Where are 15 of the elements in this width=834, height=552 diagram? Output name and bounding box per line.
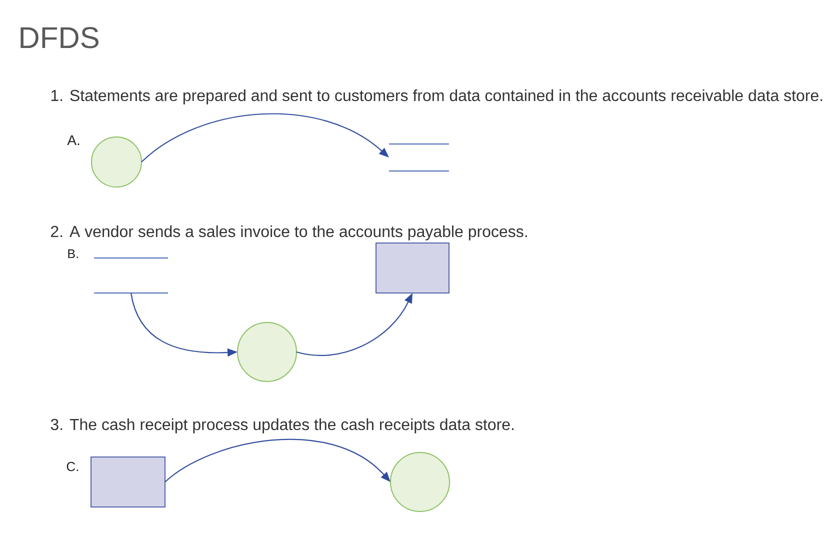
- item-letter: A.: [67, 135, 80, 145]
- process-circle: [390, 452, 450, 512]
- instruction-text: 1. Statements are prepared and sent to customers from data contained in the accounts receivable data store.: [51, 89, 822, 104]
- data-store: [94, 258, 168, 294]
- data-store: [388, 144, 450, 172]
- entity-box: [90, 456, 166, 508]
- item-letter: B.: [68, 249, 78, 258]
- arrow: [164, 438, 390, 482]
- process-circle: [237, 322, 297, 382]
- instruction-text: 2. A vendor sends a sales invoice to the accounts payable process.: [51, 225, 527, 240]
- instruction-text: 3. The cash receipt process updates the cash receipts data store.: [50, 418, 514, 434]
- process-circle: [91, 136, 142, 188]
- title: DFDS: [20, 27, 98, 48]
- entity-box: [376, 242, 450, 294]
- item-letter: C.: [66, 462, 78, 472]
